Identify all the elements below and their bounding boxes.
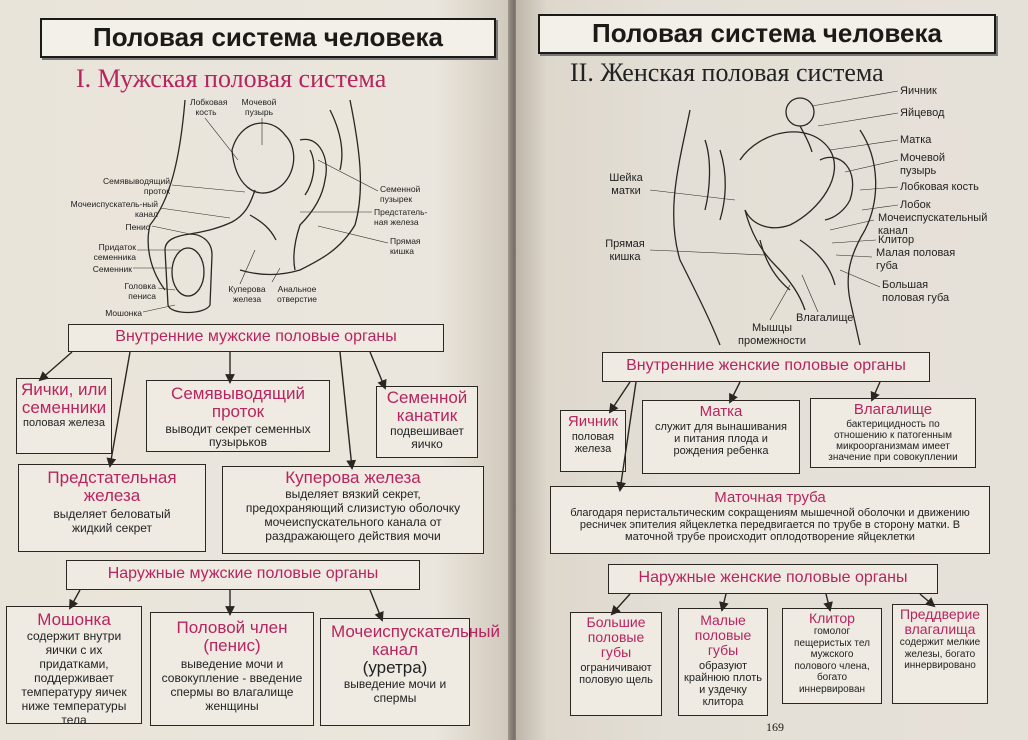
female-ovary-text: половая железа [571,431,615,455]
label-rectum-m: Прямая кишка [390,236,421,256]
female-ovary-box: Яичник половая железа [560,410,626,472]
male-testes-title: Яички, или семенники [21,380,107,417]
male-vas-box: Семявыводящий проток выводит секрет семе… [146,380,330,452]
label-urethra-m: Мочеиспускатель-ный канал [70,199,158,219]
male-scrotum-text: содержит внутри яички с их придатками, п… [21,629,127,727]
female-uterus-title: Матка [699,403,743,420]
female-labia-minora-title: Малые половые губы [694,612,752,658]
female-labia-majora-title: Большие половые губы [586,614,646,660]
right-page-title: Половая система человека [538,14,996,54]
label-vas-deferens: Семявыводящий проток [103,176,170,196]
female-vestibule-box: Преддверие влагалища содержит мелкие жел… [892,604,988,704]
label-mons: Лобок [900,199,931,211]
female-tube-box: Маточная труба благодаря перистальтическ… [550,486,990,554]
label-labia-minora: Малая половая губа [876,247,956,272]
male-testes-box: Яички, или семенники половая железа [16,378,112,454]
male-penis-box: Половой член (пенис) выведение мочи и со… [150,612,314,726]
label-urethra-f: Мочеиспускательный канал [878,212,988,237]
label-penis: Пенис [125,222,150,232]
female-section-subtitle: II. Женская половая система [570,58,884,88]
female-clitoris-box: Клитор гомолог пещеристых тел мужского п… [782,608,882,704]
female-external-header: Наружные женские половые органы [608,564,938,594]
male-scrotum-box: Мошонка содержит внутри яички с их прида… [6,606,142,727]
female-labia-minora-box: Малые половые губы образуют крайнюю плот… [678,608,768,716]
female-labia-minora-text: образуют крайнюю плоть и уздечку клитора [684,660,762,708]
label-clitoris: Клитор [878,234,915,246]
label-uterus: Матка [900,134,932,146]
female-labia-majora-box: Большие половые губы ограничивают полову… [570,612,662,716]
label-perineum: Мышцы промежности [738,322,806,347]
female-section-subtitle-text: II. Женская половая система [570,58,884,87]
label-tube: Яйцевод [900,107,945,119]
male-prostate-text: выделяет беловатый жидкий секрет [53,507,171,535]
male-section-subtitle-text: I. Мужская половая система [76,64,387,93]
male-vas-text: выводит секрет семенных пузырьков [165,422,311,449]
left-page-title: Половая система человека [40,18,496,58]
male-vas-title: Семявыводящий проток [171,384,305,421]
male-urethra-box: Мочеиспускательный канал (уретра) выведе… [320,618,501,726]
label-rectum-f: Прямая кишка [605,238,645,263]
label-cowper: Куперова железа [228,284,266,304]
label-cervix: Шейка матки [609,172,643,197]
male-urethra-title2: (уретра) [362,658,428,677]
male-urethra-text: выведение мочи и спермы [343,677,447,705]
male-penis-text: выведение мочи и совокупление - введение… [161,657,303,713]
female-vagina-box: Влагалище бактерицидность по отношению к… [810,398,976,468]
label-epididymis: Придаток семенника [93,242,136,262]
label-prostate: Предстатель-ная железа [374,207,428,227]
male-cord-box: Семенной канатик подвешивает яичко [376,386,478,458]
label-bladder-m: Мочевой пузырь [241,97,277,117]
label-vagina: Влагалище [796,312,854,324]
label-pubic-bone-f: Лобковая кость [900,181,979,193]
male-cowper-title: Куперова железа [285,468,421,487]
female-tube-text: благодаря перистальтическим сокращениям … [570,507,970,543]
label-bladder-f: Мочевой пузырь [900,152,945,177]
female-uterus-box: Матка служит для вынашивания и питания п… [642,400,800,474]
female-clitoris-text: гомолог пещеристых тел мужского полового… [794,626,870,695]
male-testes-text: половая железа [23,417,105,429]
label-seminal-vesicle: Семенной пузырек [380,184,421,204]
male-internal-header: Внутренние мужские половые органы [68,324,444,352]
female-vestibule-text: содержит мелкие железы, богато иннервиро… [899,637,981,671]
label-ovary: Яичник [900,85,937,97]
label-scrotum: Мошонка [105,308,142,318]
female-internal-header: Внутренние женские половые органы [602,352,930,382]
label-labia-majora: Большая половая губа [882,279,950,304]
male-scrotum-title: Мошонка [37,610,111,629]
male-prostate-box: Предстательная железа выделяет беловатый… [18,464,206,552]
female-labia-majora-text: ограничивают половую щель [579,662,653,686]
female-vagina-title: Влагалище [853,401,933,418]
male-cowper-text: выделяет вязкий секрет, предохраняющий с… [245,487,461,543]
page-number: 169 [766,720,784,734]
male-cord-title: Семенной канатик [386,388,468,425]
male-cord-text: подвешивает яичко [390,424,464,451]
female-tube-title: Маточная труба [714,489,826,506]
label-glans: Головка пениса [124,281,156,301]
male-external-header: Наружные мужские половые органы [66,560,420,590]
male-prostate-title: Предстательная железа [47,468,177,505]
label-testis: Семенник [92,264,132,274]
male-cowper-box: Куперова железа выделяет вязкий секрет, … [222,466,484,554]
female-ovary-title: Яичник [567,413,619,430]
male-penis-title: Половой член (пенис) [176,618,288,655]
female-uterus-text: служит для вынашивания и питания плода и… [655,421,787,457]
female-clitoris-title: Клитор [809,610,855,626]
label-anus: Анальное отверстие [277,284,317,304]
female-vagina-text: бактерицидность по отношению к патогенны… [828,419,958,463]
label-pubic-bone: Лобковая кость [190,97,228,117]
female-vestibule-title: Преддверие влагалища [899,606,981,637]
male-urethra-title: Мочеиспускательный канал [331,622,501,659]
male-section-subtitle: I. Мужская половая система [76,64,386,94]
